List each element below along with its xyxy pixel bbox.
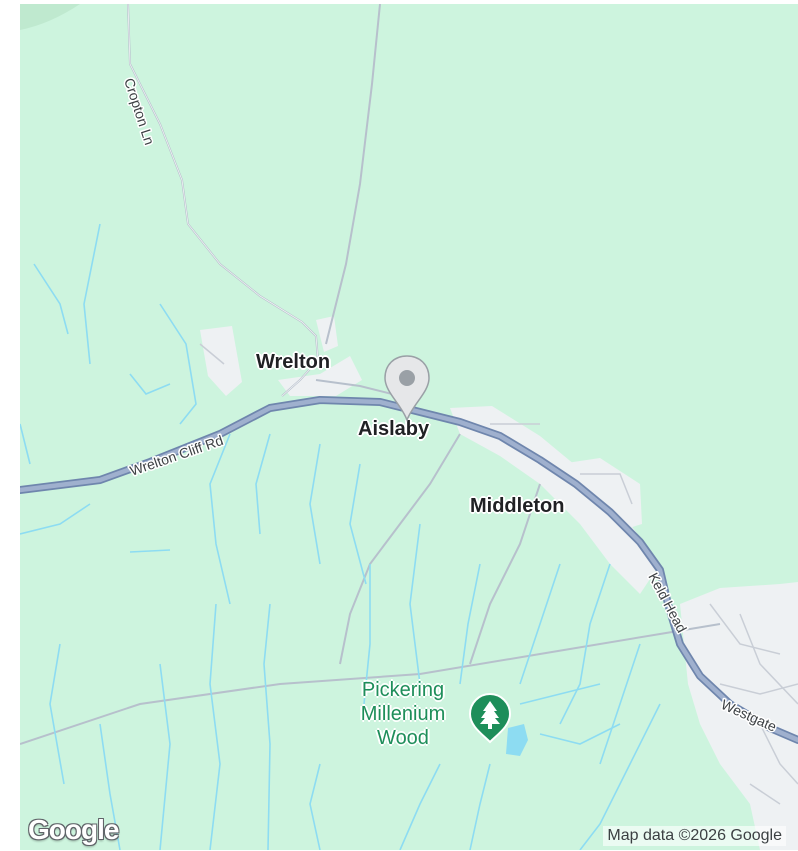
map-attribution[interactable]: Map data ©2026 Google [603,826,786,846]
poi-label-line-1: Pickering [361,679,445,701]
poi-label-line-3: Wood [377,727,429,749]
poi-label-line-2: Millenium [360,703,446,725]
minor-streets [199,343,798,805]
minor-roads-highlight [127,4,319,397]
road-label-keld-head: Keld Head [645,570,690,635]
map-pin-icon[interactable] [383,354,431,424]
road-label-wrelton-cliff-rd: Wrelton Cliff Rd [128,432,225,479]
woodland-area [20,4,80,30]
main-road[interactable] [20,397,798,743]
tree-icon[interactable] [468,692,512,744]
map-base-layer: Cropton Ln Wrelton Cliff Rd Keld Head We… [20,4,798,850]
place-label-middleton[interactable]: Middleton [470,495,565,517]
map-canvas[interactable]: Cropton Ln Wrelton Cliff Rd Keld Head We… [20,4,798,850]
streams [20,223,661,850]
google-logo: Google [28,814,119,845]
built-up-areas [200,316,798,850]
pond [506,724,528,756]
place-label-aislaby[interactable]: Aislaby [358,418,430,440]
poi-label-pickering-millenium-wood[interactable]: Pickering Millenium Wood [338,678,468,750]
road-label-cropton-ln: Cropton Ln [121,76,158,147]
place-label-wrelton[interactable]: Wrelton [256,351,331,373]
